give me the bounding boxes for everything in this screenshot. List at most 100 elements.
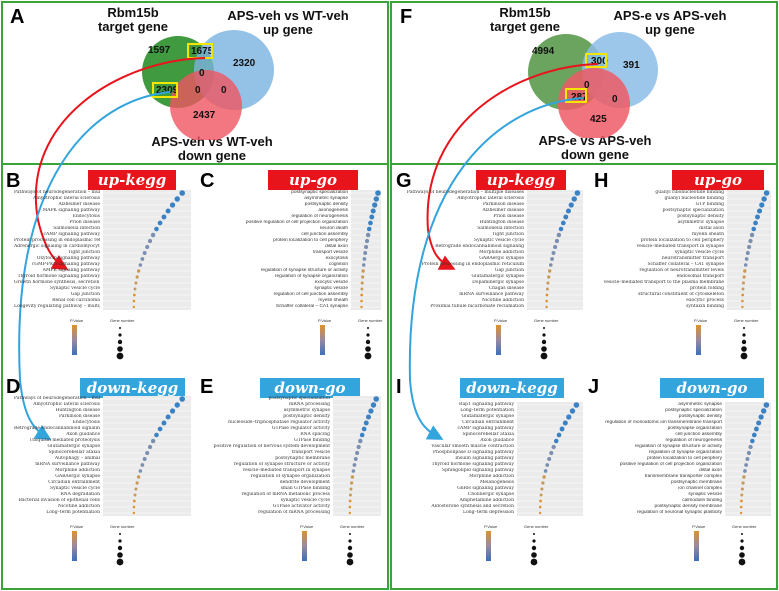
legend-size-dots: [738, 533, 746, 566]
legend-size-dots: [364, 327, 372, 360]
legend-size-dot: [532, 539, 536, 543]
bubble: [743, 469, 747, 473]
bubble: [545, 299, 548, 303]
panel-e-title: down-go: [260, 378, 360, 398]
term-label: mRNA surveillance pathway: [459, 292, 524, 297]
bubble: [365, 414, 372, 420]
bubble: [562, 420, 568, 426]
bubble: [556, 432, 562, 438]
term-label: distal axon: [699, 468, 722, 473]
plot-background: [333, 396, 381, 516]
legend-size-dots: [116, 327, 124, 360]
legend-size-dot: [531, 552, 537, 558]
venn-a-only-target: 1597: [148, 45, 171, 56]
term-label: Long–term potentiation: [46, 510, 100, 515]
bubble: [351, 469, 356, 473]
legend-size-dot: [364, 352, 372, 360]
plot-background: [103, 396, 191, 516]
bubble: [157, 426, 163, 432]
plot-background: [527, 190, 583, 310]
legend-size-dot: [119, 327, 121, 329]
bubble: [745, 457, 750, 461]
term-label: Parkinson disease: [58, 414, 100, 419]
bubble: [138, 469, 143, 473]
bubble: [364, 244, 369, 250]
panel-label-d: D: [6, 376, 21, 398]
term-label: Vascular smooth muscle contraction: [431, 444, 514, 449]
legend-size-dot: [543, 327, 545, 329]
panel-label-i: I: [396, 376, 402, 398]
bubble: [132, 499, 136, 503]
term-label: Insulin signaling pathway: [455, 456, 514, 461]
left-venn-frame: [1, 1, 389, 165]
term-label: positive regulation of cell projection o…: [619, 462, 722, 467]
term-label: Synaptic vesicle cycle: [50, 286, 100, 291]
bubble: [145, 244, 150, 250]
bubble: [547, 269, 552, 273]
bubble: [356, 444, 361, 450]
bubble: [348, 511, 351, 515]
bubble: [763, 402, 770, 408]
term-label: regulation of synapse structure or activ…: [634, 444, 722, 449]
bubble: [375, 190, 381, 196]
bubble: [756, 420, 762, 426]
bubble: [161, 214, 167, 220]
bubble: [547, 275, 551, 279]
term-label: postsynaptic membrane: [671, 480, 722, 485]
venn-f-target-up: 300: [591, 56, 608, 67]
term-label: synaptic vesicle: [688, 492, 722, 497]
bubble: [751, 432, 757, 438]
bubble: [140, 463, 145, 467]
term-label: vesicle–mediated transport in synapse: [242, 468, 330, 473]
legend-size-dots: [530, 533, 538, 566]
term-label: Alzheimer disease: [58, 202, 100, 207]
legend-size-dot: [741, 339, 747, 345]
bubble: [753, 220, 758, 226]
term-label: Morphine addiction: [55, 468, 100, 473]
term-label: Glutamatergic synapse: [47, 444, 100, 449]
legend-gene-title: Gene number: [358, 318, 383, 323]
bubble: [150, 232, 156, 238]
bubble: [348, 499, 352, 503]
bubble: [571, 196, 577, 202]
bubble: [538, 511, 542, 515]
bubble: [360, 287, 364, 291]
legend-size-dot: [117, 545, 123, 551]
legend-size-dot: [530, 558, 538, 566]
bubble: [133, 493, 137, 497]
bubble: [169, 408, 176, 414]
bubble: [360, 293, 364, 297]
arrow-red-left: [35, 57, 206, 271]
legend-pvalue-title: P.Value: [70, 524, 84, 529]
term-label: synaptic vesicle: [314, 286, 348, 291]
bubble: [744, 463, 749, 467]
bubble: [179, 190, 185, 196]
legend-size-dot: [366, 333, 370, 337]
bubble: [748, 444, 753, 450]
bubble: [568, 202, 574, 208]
bubble: [751, 226, 757, 232]
term-label: postsynaptic specialization: [662, 208, 724, 213]
plot-background: [727, 190, 771, 310]
bubble: [563, 214, 569, 220]
term-label: neuron death: [319, 226, 348, 231]
bubble: [749, 232, 755, 238]
term-label: Aldosterone synthesis and secretion: [431, 504, 514, 509]
panel-label-g: G: [396, 170, 412, 192]
bubble: [355, 450, 360, 456]
term-label: regulation of synapse organization: [648, 450, 722, 455]
bubble: [132, 293, 136, 297]
term-label: postsynaptic density: [678, 414, 722, 419]
term-label: Spinocerebellar ataxia: [48, 450, 100, 455]
bubble: [740, 493, 744, 497]
bubble: [746, 450, 751, 456]
bubble: [545, 463, 550, 467]
bubble: [542, 475, 546, 479]
bubble: [743, 263, 748, 267]
plot-background: [351, 190, 381, 310]
bubble: [147, 444, 153, 450]
